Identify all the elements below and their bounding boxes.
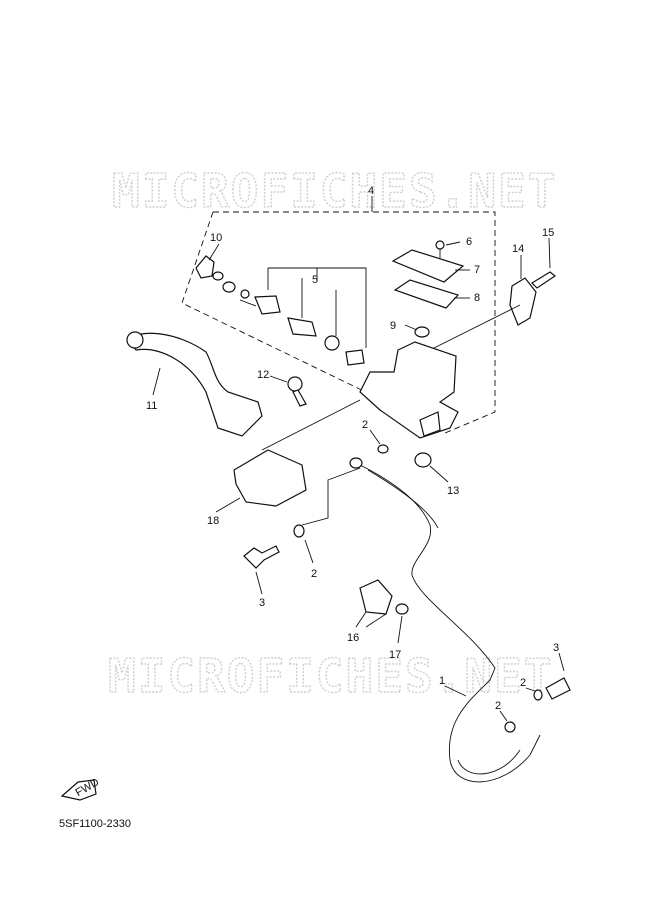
clamp	[359, 579, 393, 615]
callout-16: 16	[347, 632, 359, 644]
callout-2-top: 2	[362, 419, 368, 431]
holder	[509, 277, 537, 326]
diaphragm	[393, 279, 460, 309]
washer-right-b	[533, 689, 543, 701]
washer-left	[293, 524, 305, 538]
callout-5: 5	[312, 274, 318, 286]
assembly-boundary	[181, 211, 496, 434]
watermark-bottom: MICROFICHES.NET	[108, 649, 553, 703]
brake-hose	[359, 464, 541, 783]
washer	[377, 444, 389, 454]
reservoir-cap	[391, 249, 465, 283]
washer-right-a	[504, 721, 516, 733]
nut-13	[414, 452, 432, 468]
callout-10: 10	[210, 232, 222, 244]
diagram-code: 5SF1100-2330	[59, 818, 131, 830]
callout-13: 13	[447, 485, 459, 497]
callout-15: 15	[542, 227, 554, 239]
callout-2-right-b: 2	[495, 700, 501, 712]
bracket	[233, 449, 307, 507]
bolt-right	[545, 677, 571, 700]
callout-3-right: 3	[553, 642, 559, 654]
piston-kit	[222, 281, 365, 366]
screw-17	[395, 603, 409, 615]
callout-18: 18	[207, 515, 219, 527]
callout-1: 1	[439, 675, 445, 687]
fwd-arrow-icon	[60, 779, 97, 801]
watermark-top: MICROFICHES.NET	[112, 164, 557, 218]
callout-2-right-a: 2	[520, 677, 526, 689]
callout-12: 12	[257, 369, 269, 381]
brake-lever	[127, 332, 263, 437]
boot-part	[195, 255, 224, 281]
callout-3-left: 3	[259, 597, 265, 609]
callout-7: 7	[474, 264, 480, 276]
callout-14: 14	[512, 243, 524, 255]
callout-6: 6	[466, 236, 472, 248]
reservoir-screw	[435, 240, 445, 258]
float	[414, 326, 430, 338]
holder-bolt	[531, 271, 557, 289]
callout-17: 17	[389, 649, 401, 661]
callout-9: 9	[390, 320, 396, 332]
callout-11: 11	[146, 400, 157, 412]
callout-8: 8	[474, 292, 480, 304]
pivot-bolt	[287, 376, 307, 407]
master-cylinder-body	[359, 341, 459, 439]
callout-2-left: 2	[311, 568, 317, 580]
bolt-left	[243, 545, 280, 569]
callout-4: 4	[368, 185, 374, 197]
